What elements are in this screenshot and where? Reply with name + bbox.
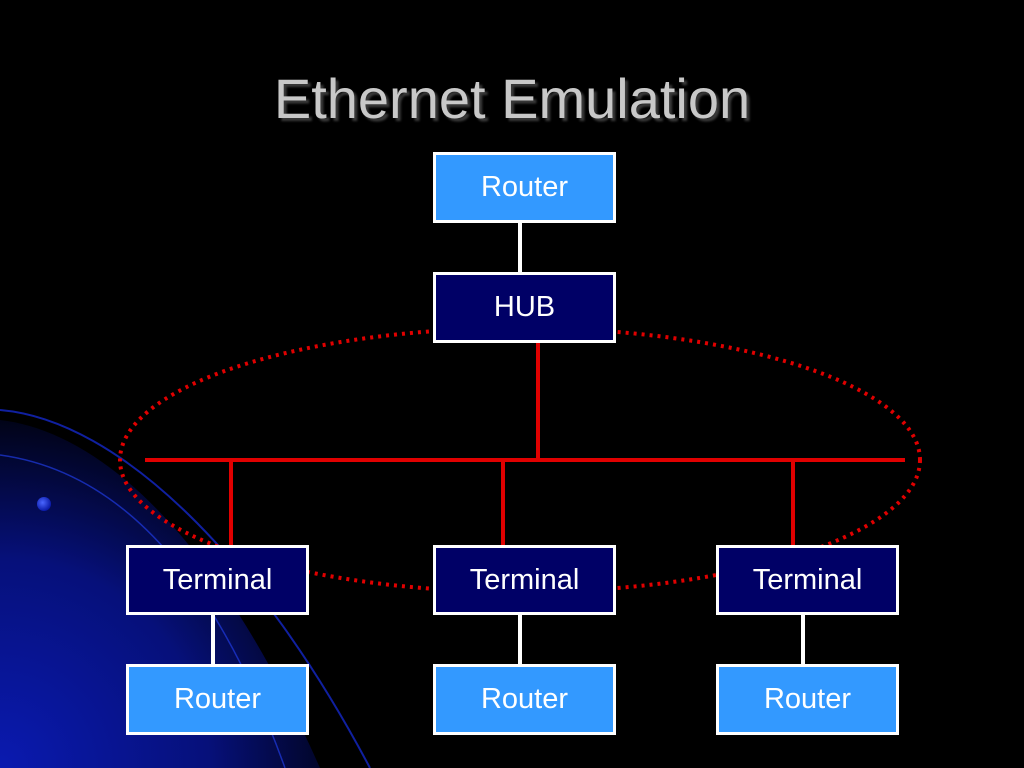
emulation-dotted-ellipse (118, 326, 922, 594)
terminal-label-1: Terminal (162, 563, 273, 596)
top-router-node: Router (433, 152, 616, 223)
terminal-node-2: Terminal (433, 545, 616, 615)
terminal-label-2: Terminal (469, 563, 580, 596)
bottom-router-node-3: Router (716, 664, 899, 735)
terminal-label-3: Terminal (752, 563, 863, 596)
hub-node: HUB (433, 272, 616, 343)
bottom-router-label-1: Router (173, 683, 262, 715)
hub-label: HUB (493, 291, 556, 323)
bottom-router-label-3: Router (763, 683, 852, 715)
swoosh-arc-outer (0, 409, 371, 768)
top-router-label: Router (480, 171, 569, 203)
terminal-node-1: Terminal (126, 545, 309, 615)
swoosh-dot (37, 497, 51, 511)
bottom-router-node-1: Router (126, 664, 309, 735)
bottom-router-label-2: Router (480, 683, 569, 715)
terminal-node-3: Terminal (716, 545, 899, 615)
page-title: Ethernet Emulation (273, 67, 751, 130)
bottom-router-node-2: Router (433, 664, 616, 735)
